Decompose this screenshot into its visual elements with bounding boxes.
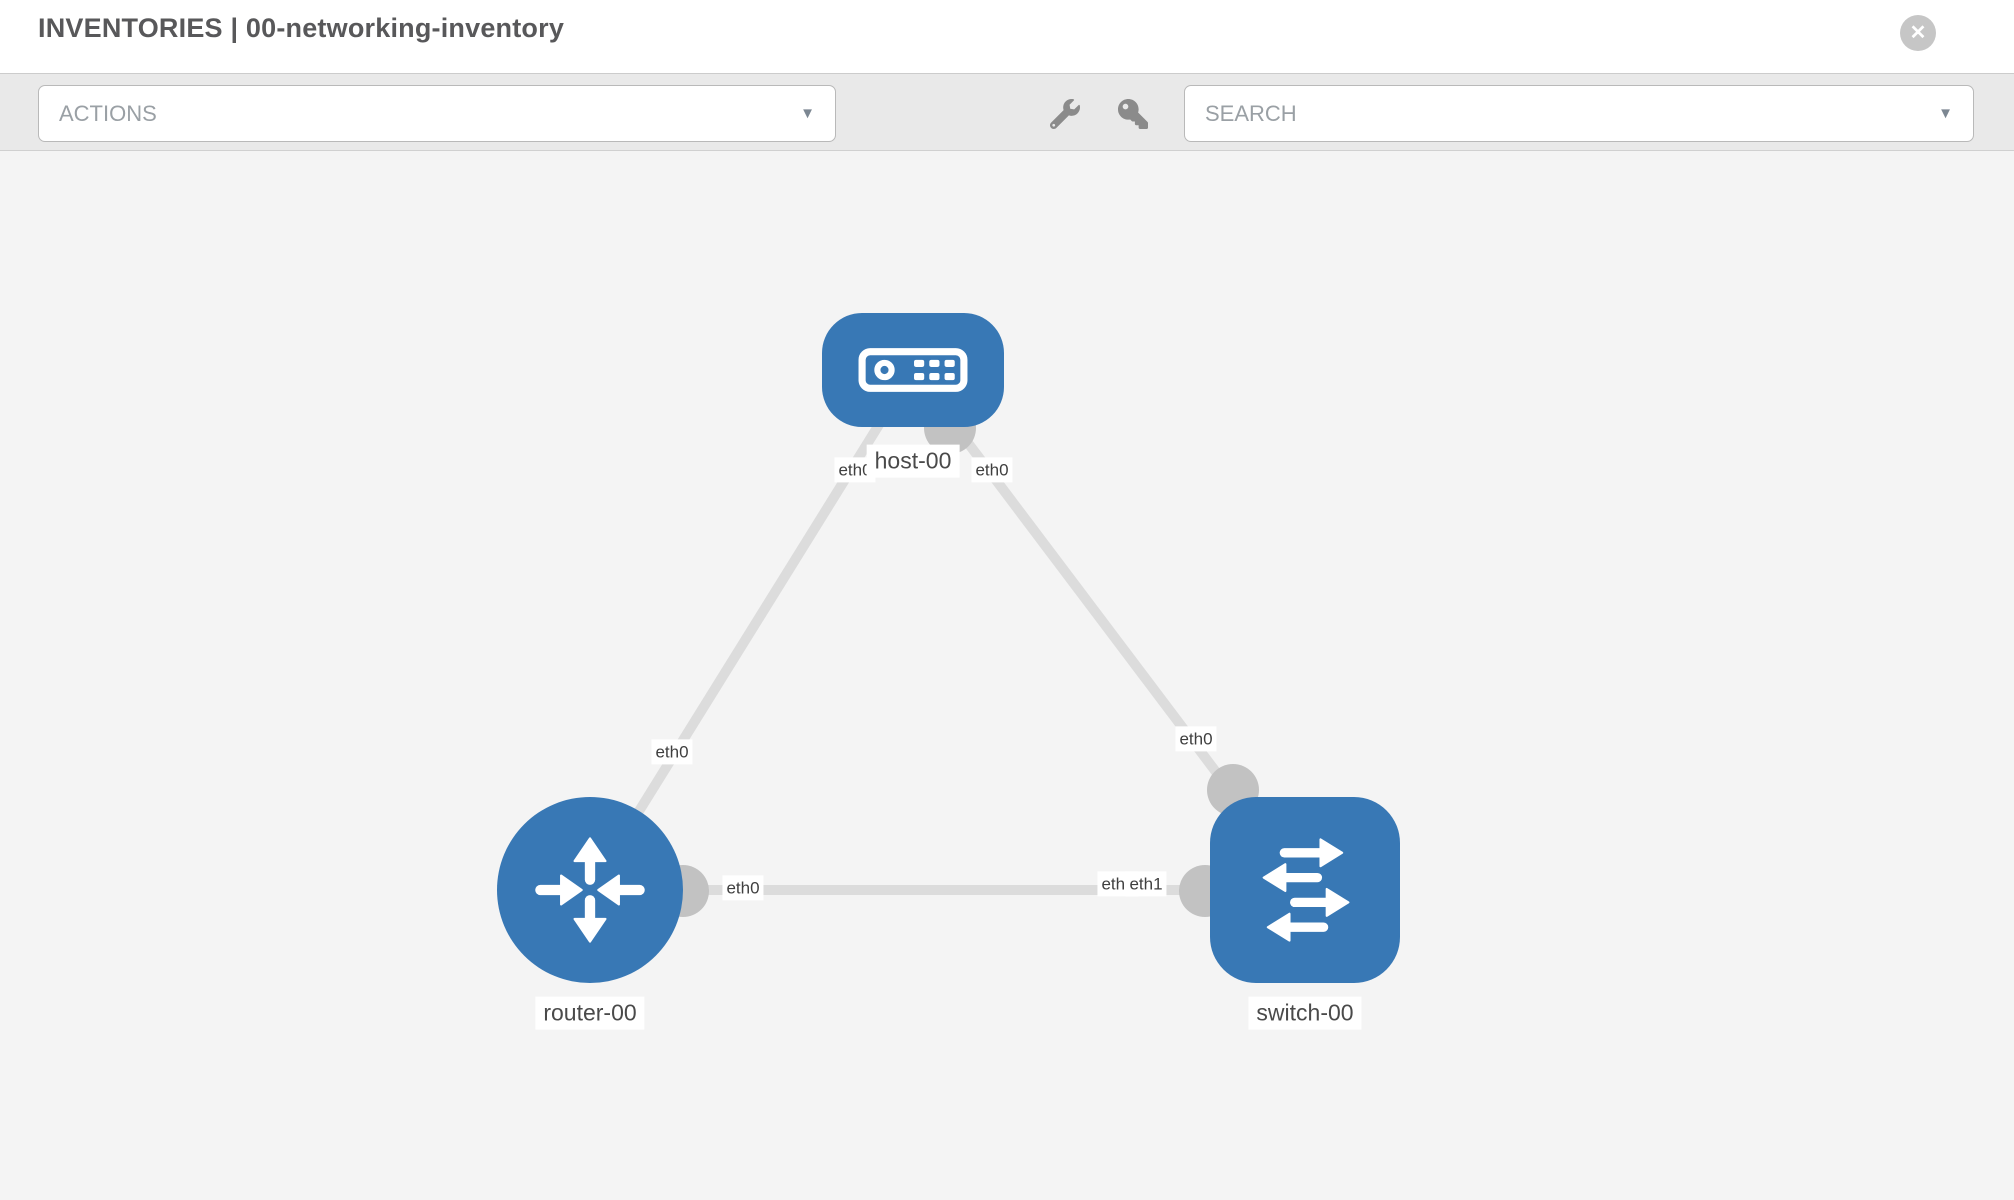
topology-canvas[interactable]: 130% − + host-00router-00switch-00eth0et… [0, 151, 2014, 1200]
interface-label: eth0 [651, 739, 693, 765]
node-host-00[interactable] [822, 313, 1004, 427]
node-switch-00[interactable] [1210, 797, 1400, 983]
wrench-icon [1050, 99, 1080, 129]
search-dropdown[interactable]: SEARCH ▼ [1184, 85, 1974, 142]
tools-button[interactable] [1048, 97, 1082, 131]
switch-icon [1262, 838, 1350, 942]
node-label: router-00 [535, 996, 645, 1030]
search-dropdown-label: SEARCH [1205, 100, 1297, 126]
link-line [585, 367, 918, 893]
actions-dropdown-label: ACTIONS [59, 100, 157, 126]
key-icon [1118, 99, 1148, 129]
close-button[interactable]: ✕ [1900, 15, 1936, 51]
interface-label: eth0 [1175, 726, 1217, 752]
chevron-down-icon: ▼ [800, 105, 815, 122]
node-router-00[interactable] [497, 797, 683, 983]
node-label: switch-00 [1248, 996, 1362, 1030]
link-layer [585, 366, 1309, 895]
actions-dropdown[interactable]: ACTIONS ▼ [38, 85, 836, 142]
header: INVENTORIES | 00-networking-inventory ✕ [0, 0, 2014, 73]
router-icon [535, 837, 645, 943]
node-label: host-00 [866, 444, 960, 478]
page-title: INVENTORIES | 00-networking-inventory [38, 13, 565, 43]
credentials-button[interactable] [1116, 97, 1150, 131]
interface-label: eth0 [722, 875, 764, 901]
chevron-down-icon: ▼ [1938, 105, 1953, 122]
host-icon [858, 348, 968, 392]
interface-label: eth0 [971, 457, 1013, 483]
toolbar: ACTIONS ▼ SEARCH ▼ [0, 73, 2014, 151]
close-icon: ✕ [1909, 22, 1927, 44]
interface-label: eth1 [1125, 871, 1167, 897]
